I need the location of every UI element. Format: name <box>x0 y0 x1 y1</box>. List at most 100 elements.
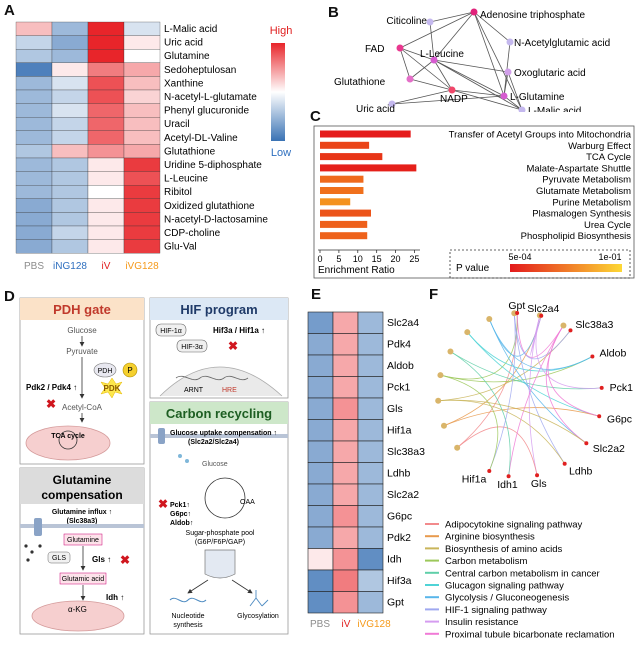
gene-label: Hif1a <box>462 473 487 485</box>
chord-link <box>440 374 499 472</box>
network-node <box>518 106 526 112</box>
gene-row-label: Slc2a4 <box>387 317 419 329</box>
gene-heatmap-cell <box>307 333 334 356</box>
hif-program-title: HIF program <box>180 302 257 317</box>
heatmap-cell <box>87 117 125 131</box>
gene-heatmap-cell <box>307 376 334 399</box>
enrichment-bar <box>320 164 417 172</box>
gene-heatmap-cell <box>307 569 334 592</box>
panel-label-c: C <box>310 108 321 125</box>
heatmap-legend-bar <box>271 43 285 141</box>
gene-row-label: Pdk4 <box>387 339 411 351</box>
panel-label-e: E <box>311 286 322 303</box>
heatmap-row-label: N-acetyl-L-glutamate <box>164 92 257 103</box>
gene-heatmap-cell <box>332 505 359 528</box>
network-edge <box>473 11 511 43</box>
gene-label: Gls <box>531 478 547 490</box>
heatmap-cell <box>15 62 53 77</box>
gene-node <box>599 385 604 390</box>
gene-heatmap-cell <box>307 526 334 549</box>
heatmap-cell <box>87 157 125 172</box>
heatmap-cell <box>87 49 125 63</box>
glutamine-mitochondrion-icon <box>31 600 125 632</box>
network-edge <box>473 11 523 111</box>
gene-heatmap-cell <box>357 569 384 592</box>
pathway-legend-label: Central carbon metabolism in cancer <box>445 568 600 579</box>
chord-link <box>438 330 571 402</box>
gene-heatmap-cell <box>357 548 384 571</box>
glutamine-comp-title: Glutamine <box>53 473 112 487</box>
acetyl-coa-label: Acetyl-CoA <box>62 403 103 412</box>
heatmap-cell <box>15 117 53 131</box>
pathway-node <box>435 397 442 404</box>
gene-heatmap-cell <box>357 591 384 614</box>
network-node-label: Adenosine triphosphate <box>480 10 586 21</box>
heatmap-cell <box>87 35 125 50</box>
gls-regulation-label: Gls ↑ <box>92 555 111 564</box>
glut-transporter-icon <box>158 428 165 444</box>
gene-label: Slc38a3 <box>575 319 613 331</box>
gene-heatmap-cell <box>332 397 359 420</box>
network-node <box>388 100 396 108</box>
gene-row-label: Hif1a <box>387 425 412 437</box>
akg-label: α-KG <box>68 605 87 614</box>
pvalue-legend-bar <box>510 264 622 272</box>
heatmap-cell <box>87 21 125 36</box>
gene-heatmap-cell <box>332 419 359 442</box>
heatmap-cell <box>87 198 125 213</box>
heatmap-cell <box>15 198 53 213</box>
network-edge <box>399 47 453 91</box>
pathway-node <box>447 348 454 355</box>
pck1-label: Pck1↑ <box>170 502 190 509</box>
carbon-glucose-label: Glucose <box>202 461 228 468</box>
gene-heatmap-cell <box>307 419 334 442</box>
gene-row-label: Ldhb <box>387 468 411 480</box>
network-edge <box>409 78 453 91</box>
network-node <box>500 92 508 100</box>
gluconeogenesis-block-icon: ✖ <box>158 497 168 511</box>
x-tick-label: 25 <box>409 254 419 264</box>
gene-label: Slc2a4 <box>527 303 559 315</box>
gene-node <box>584 441 589 446</box>
network-edge <box>429 11 475 23</box>
hif1a-label: HIF-1α <box>160 328 182 335</box>
chord-link <box>440 313 518 380</box>
x-tick-label: 5 <box>336 254 341 264</box>
heatmap-cell <box>123 103 161 118</box>
heatmap-cell <box>15 103 53 118</box>
heatmap-cell <box>87 171 125 186</box>
network-edge <box>473 11 505 97</box>
gene-row-label: Aldob <box>387 360 414 372</box>
heatmap-legend-low: Low <box>271 147 291 159</box>
enrichment-bar <box>320 175 364 183</box>
gene-heatmap-cell <box>357 419 384 442</box>
pvalue-legend-box <box>449 249 631 279</box>
x-tick-label: 20 <box>391 254 401 264</box>
heatmap-row-label: L-Malic acid <box>164 24 217 35</box>
pathway-label: Phospholipid Biosynthesis <box>521 231 632 242</box>
heatmap-cell <box>123 117 161 131</box>
chord-link <box>438 399 587 444</box>
network-edge <box>391 89 453 105</box>
enrichment-bar <box>320 198 351 206</box>
enrichment-bar <box>320 232 368 240</box>
gene-row-label: Gls <box>387 403 403 415</box>
heatmap-cell <box>123 76 161 91</box>
heatmap-cell <box>123 49 161 63</box>
pdh-gate-title: PDH gate <box>53 302 111 317</box>
chord-link <box>545 325 587 444</box>
heatmap-column-label: iV <box>102 261 111 272</box>
gene-node <box>568 328 573 333</box>
network-edge <box>507 71 523 111</box>
heatmap-row-label: L-Leucine <box>164 174 208 185</box>
pathway-legend-label: HIF-1 signaling pathway <box>445 605 547 616</box>
network-node-label: L-Leucine <box>420 49 464 60</box>
pvalue-legend-title: P value <box>456 263 490 274</box>
gene-heatmap-cell <box>307 354 334 377</box>
heatmap-row-label: Uric acid <box>164 38 203 49</box>
gene-label: Pck1 <box>610 382 634 394</box>
gene-column-label: iVG128 <box>357 619 391 630</box>
beaker-icon <box>204 549 236 579</box>
gene-heatmap-cell <box>357 311 384 334</box>
gene-row-label: Slc38a3 <box>387 446 425 458</box>
